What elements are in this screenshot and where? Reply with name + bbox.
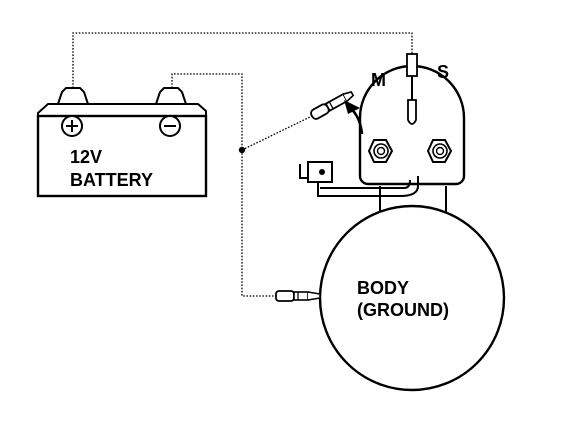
- lead-negative-to-ground: [171, 73, 276, 297]
- battery-name-label: BATTERY: [70, 170, 153, 190]
- m-terminal-label: M: [371, 70, 386, 90]
- solenoid: M S: [299, 53, 466, 213]
- s-terminal-spade: [407, 99, 417, 125]
- m-terminal-strap: [299, 164, 419, 197]
- battery-top: [37, 103, 207, 117]
- battery-positive-post: [57, 87, 89, 105]
- b-terminal-nut-icon: [426, 139, 453, 163]
- battery: 12V BATTERY: [36, 87, 208, 198]
- test-leads: [72, 32, 413, 297]
- wire-junction-dot: [238, 146, 246, 154]
- starter-body-circle: [318, 204, 506, 392]
- lead-junction-to-m-terminal: [241, 115, 313, 151]
- s-terminal-connector: [406, 53, 418, 77]
- ground-label: (GROUND): [357, 300, 449, 320]
- lead-positive-to-s-terminal: [72, 32, 413, 88]
- battery-voltage-label: 12V: [70, 147, 102, 167]
- m-terminal-nut-icon: [367, 139, 394, 163]
- battery-negative-post: [155, 87, 187, 105]
- ground-test-clip: [275, 290, 321, 302]
- m-test-clip: [310, 91, 364, 135]
- s-terminal-label: S: [437, 62, 449, 82]
- body-label: BODY: [357, 278, 409, 298]
- starter-body: BODY (GROUND): [275, 204, 506, 392]
